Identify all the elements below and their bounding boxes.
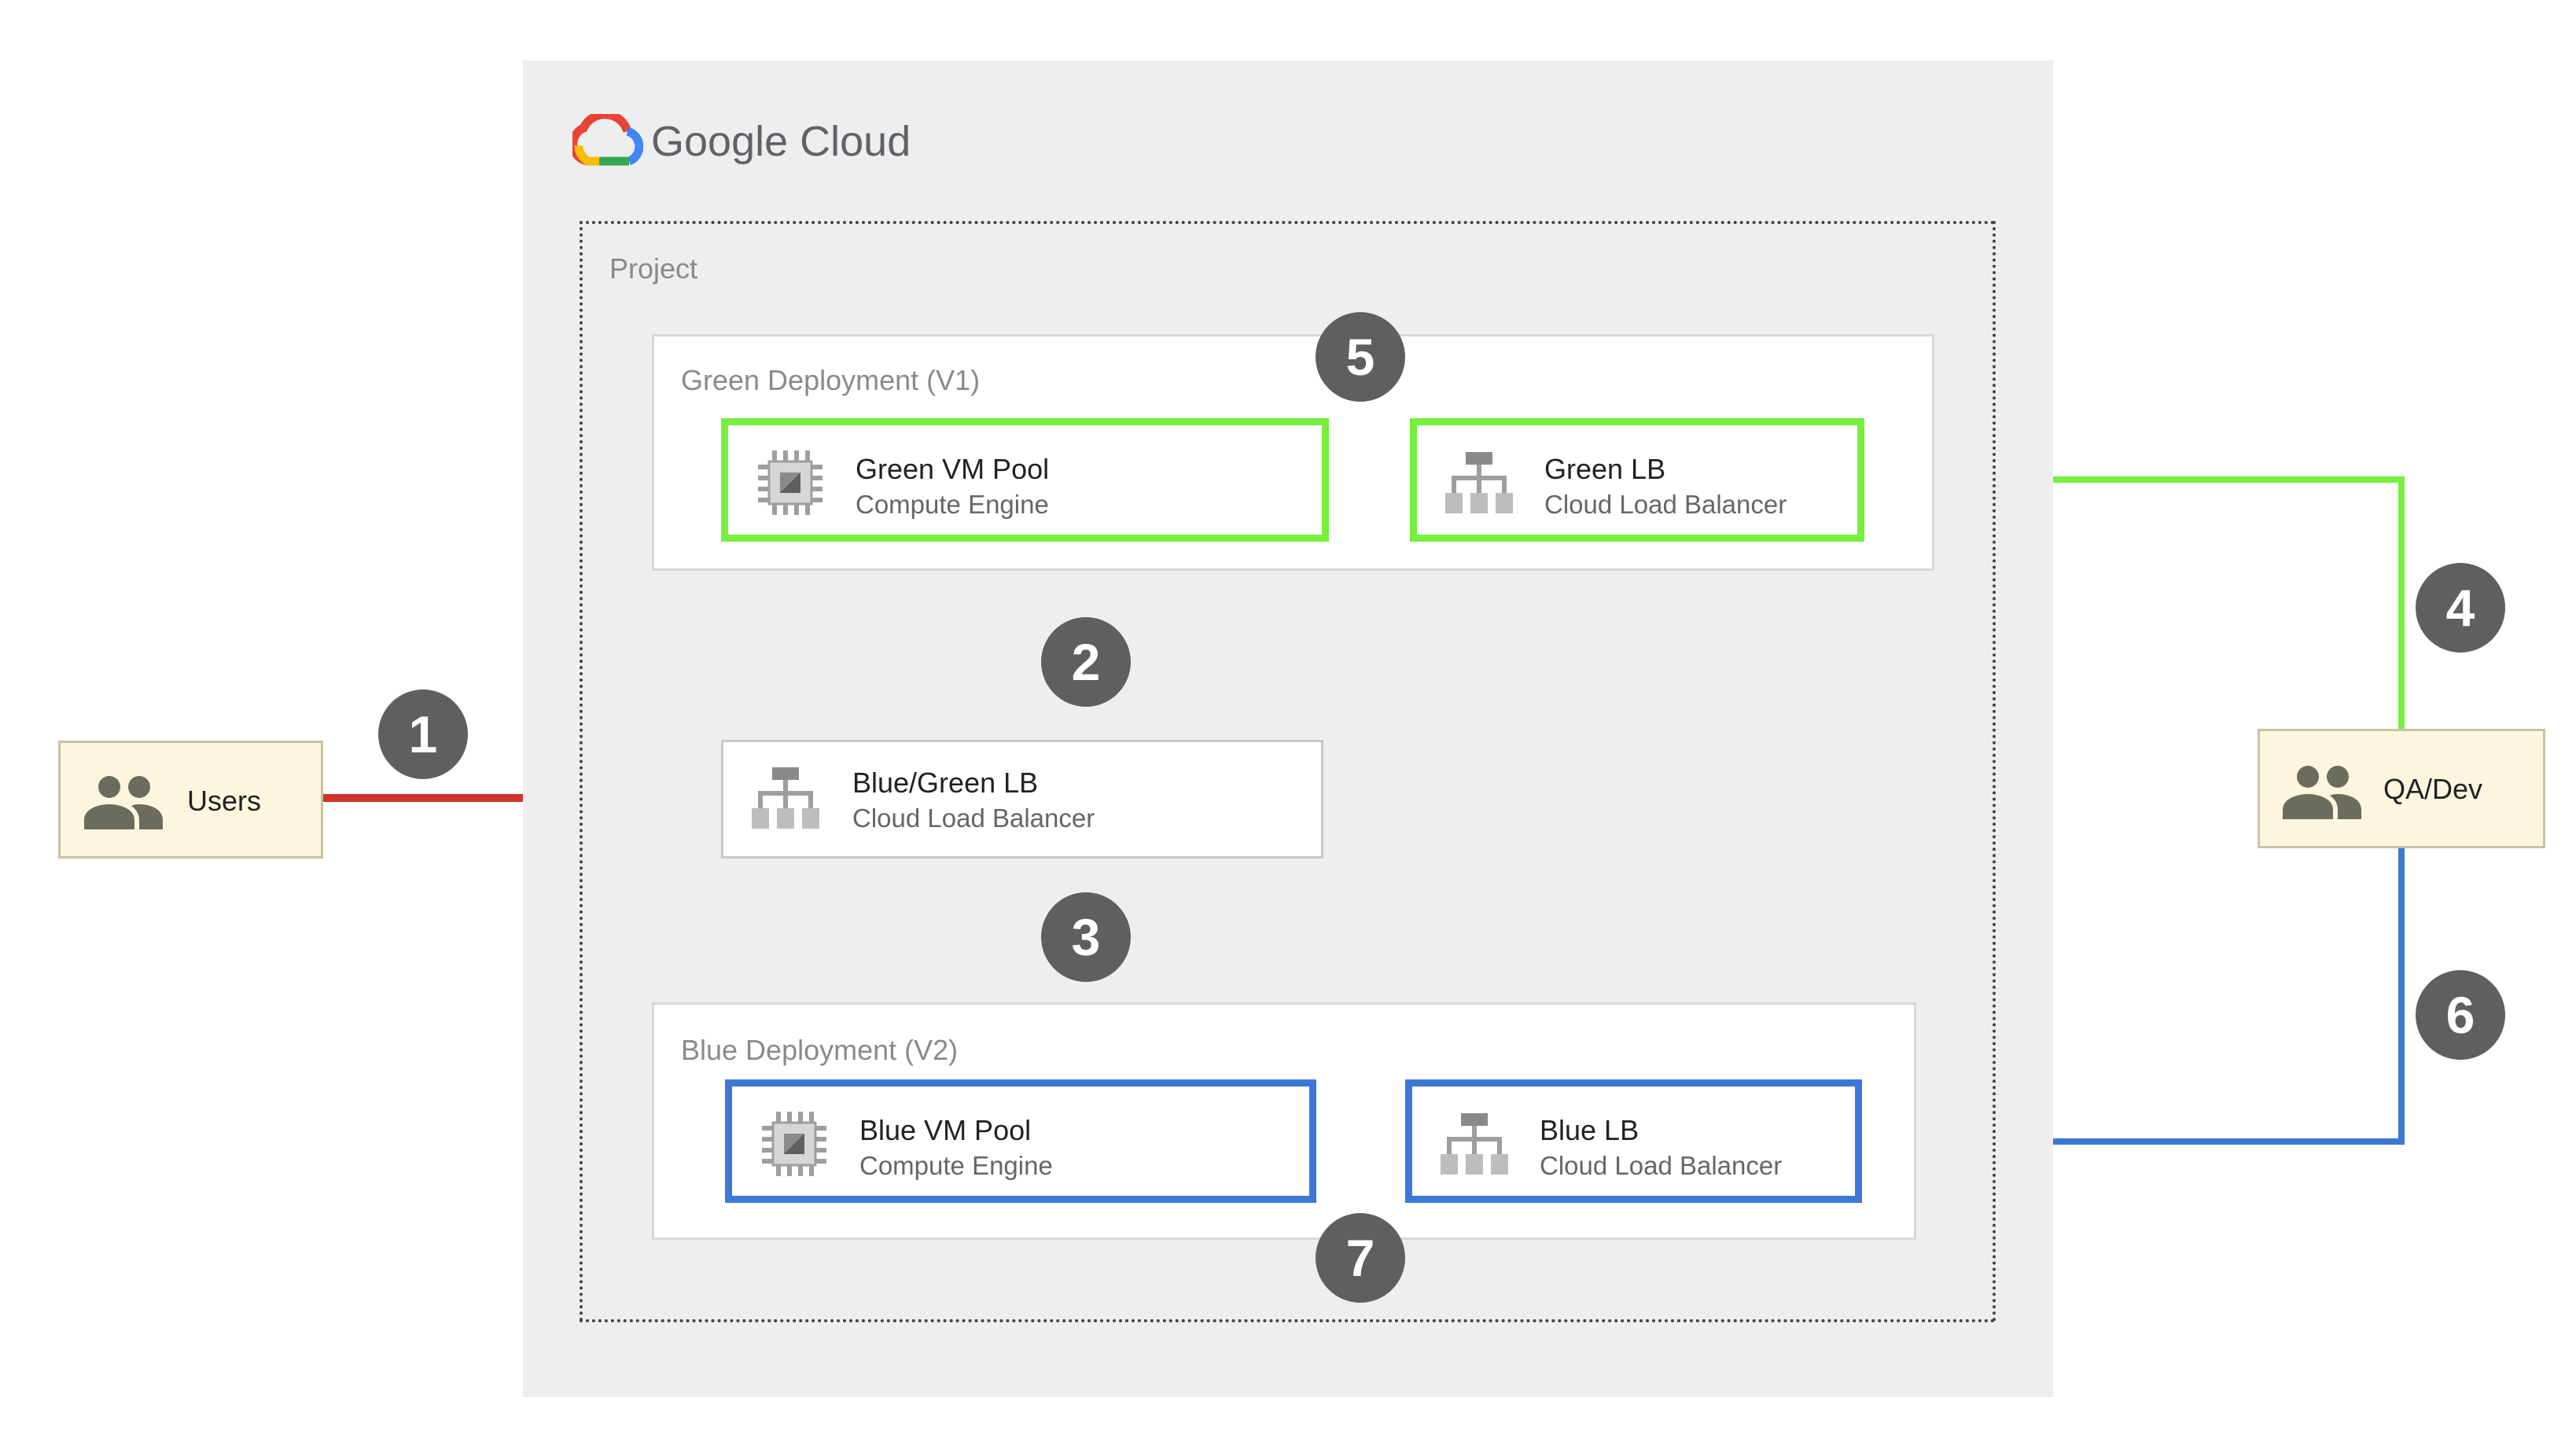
- bluegreen-lb-node[interactable]: Blue/Green LB Cloud Load Balancer: [721, 740, 1323, 859]
- node-title: Blue/Green LB: [852, 767, 1039, 799]
- node-subtitle: Cloud Load Balancer: [1544, 490, 1787, 519]
- people-icon: [2281, 764, 2363, 819]
- node-subtitle: Compute Engine: [859, 1151, 1053, 1180]
- actor-label: Users: [187, 785, 262, 817]
- step-badge-6: 6: [2416, 970, 2505, 1060]
- node-subtitle: Cloud Load Balancer: [852, 803, 1095, 833]
- step-badge-2: 2: [1041, 617, 1131, 707]
- node-title: Green LB: [1544, 453, 1666, 485]
- google-cloud-brand: Google Cloud: [651, 118, 911, 165]
- node-title: Green VM Pool: [856, 453, 1050, 485]
- arrow-qa-to-blue-lb: [1893, 848, 2405, 1145]
- green-vm-pool-node[interactable]: Green VM Pool Compute Engine: [721, 418, 1329, 542]
- blue-deployment-label: Blue Deployment (V2): [681, 1034, 959, 1066]
- step-badge-3: 3: [1041, 892, 1131, 982]
- node-title: Blue VM Pool: [859, 1114, 1032, 1146]
- load-balancer-icon: [1444, 447, 1514, 518]
- project-boundary: [580, 221, 1996, 1322]
- step-badge-5: 5: [1316, 312, 1405, 402]
- blue-lb-node[interactable]: Blue LB Cloud Load Balancer: [1405, 1079, 1862, 1203]
- step-badge-7: 7: [1316, 1213, 1405, 1303]
- arrow-qa-to-green-lb: [1895, 476, 2405, 729]
- node-title: Blue LB: [1540, 1114, 1639, 1146]
- step-badge-1: 1: [378, 689, 468, 779]
- google-cloud-logo-icon: [569, 110, 644, 167]
- load-balancer-icon: [1439, 1109, 1510, 1179]
- users-actor[interactable]: Users: [58, 741, 323, 859]
- node-subtitle: Cloud Load Balancer: [1540, 1151, 1783, 1180]
- blue-vm-pool-node[interactable]: Blue VM Pool Compute Engine: [725, 1079, 1316, 1203]
- people-icon: [83, 774, 164, 829]
- compute-engine-icon: [755, 447, 826, 518]
- green-deployment-label: Green Deployment (V1): [681, 364, 981, 396]
- actor-label: QA/Dev: [2383, 773, 2483, 805]
- compute-engine-icon: [759, 1109, 830, 1179]
- node-subtitle: Compute Engine: [856, 490, 1049, 519]
- green-lb-node[interactable]: Green LB Cloud Load Balancer: [1410, 418, 1864, 542]
- step-badge-4: 4: [2416, 563, 2505, 653]
- load-balancer-icon: [750, 763, 821, 833]
- project-label: Project: [609, 252, 698, 285]
- qa-dev-actor[interactable]: QA/Dev: [2258, 729, 2545, 848]
